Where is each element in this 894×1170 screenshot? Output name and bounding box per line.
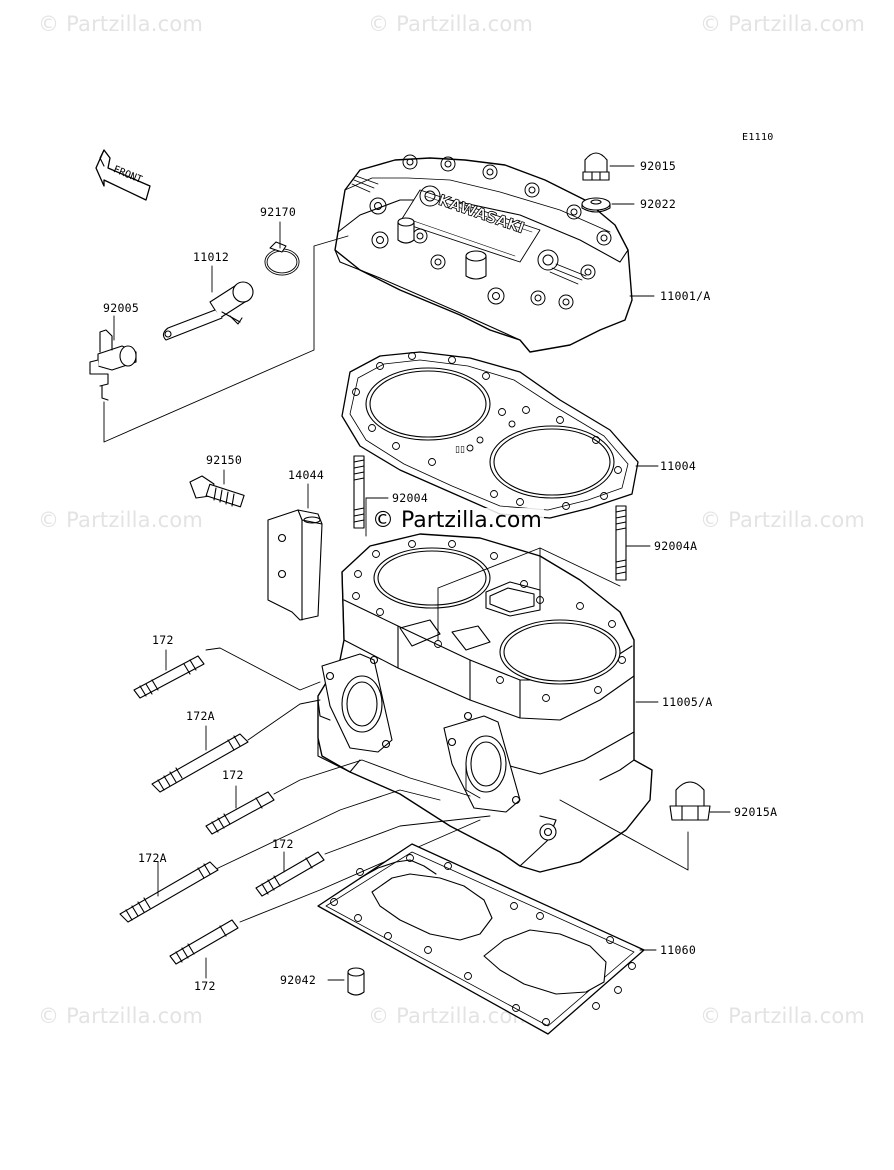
watermark: © Partzilla.com — [700, 12, 866, 36]
part-label-172[interactable]: 172 — [152, 633, 174, 647]
watermark: © Partzilla.com — [368, 12, 534, 36]
watermark: © Partzilla.com — [38, 12, 204, 36]
svg-text:▯▯: ▯▯ — [455, 445, 465, 455]
base-gasket — [317, 843, 645, 1035]
part-label-92150[interactable]: 92150 — [206, 453, 243, 467]
stud-92004A — [615, 505, 627, 581]
stud-172-upper — [133, 655, 205, 699]
front-arrow-icon: FRONT — [95, 149, 151, 201]
stud-92004 — [353, 455, 365, 529]
diagram-code: E1110 — [742, 132, 774, 143]
part-label-92170[interactable]: 92170 — [260, 205, 297, 219]
part-label-172A[interactable]: 172A — [138, 851, 167, 865]
cap-nut-92015A — [669, 781, 711, 821]
part-label-92004[interactable]: 92004 — [392, 491, 429, 505]
part-label-92042[interactable]: 92042 — [280, 973, 317, 987]
part-label-11005A[interactable]: 11005/A — [662, 695, 713, 709]
watermark: © Partzilla.com — [38, 1004, 204, 1028]
hose-clamp-92170 — [264, 241, 300, 276]
cylinder-head: KAWASAKI — [334, 154, 633, 353]
part-label-11004[interactable]: 11004 — [660, 459, 697, 473]
watermark: © Partzilla.com — [700, 508, 866, 532]
part-label-172[interactable]: 172 — [272, 837, 294, 851]
bolt-92150 — [189, 475, 245, 508]
elbow-fitting-92005 — [89, 329, 137, 401]
part-label-14044[interactable]: 14044 — [288, 468, 325, 482]
dowel-pin-92042 — [347, 967, 365, 996]
part-label-172[interactable]: 172 — [194, 979, 216, 993]
part-label-92022[interactable]: 92022 — [640, 197, 677, 211]
cap-nut-92015 — [582, 152, 610, 181]
stud-172A-upper — [151, 733, 249, 793]
stud-172A-lower — [119, 861, 219, 923]
bracket-14044 — [267, 509, 323, 621]
watermark: © Partzilla.com — [38, 508, 204, 532]
part-label-92005[interactable]: 92005 — [103, 301, 140, 315]
part-label-172A[interactable]: 172A — [186, 709, 215, 723]
part-label-11060[interactable]: 11060 — [660, 943, 697, 957]
head-gasket: ▯▯ — [341, 351, 639, 519]
part-label-11012[interactable]: 11012 — [193, 250, 230, 264]
stud-172-bottom — [169, 919, 239, 965]
fitting-11012 — [162, 281, 254, 341]
stud-172-middle — [205, 791, 275, 835]
watermark: © Partzilla.com — [700, 1004, 866, 1028]
washer-92022 — [581, 197, 611, 213]
part-label-92015A[interactable]: 92015A — [734, 805, 778, 819]
part-label-11001A[interactable]: 11001/A — [660, 289, 711, 303]
part-label-172[interactable]: 172 — [222, 768, 244, 782]
stud-172-lower-right — [255, 851, 325, 897]
part-label-92004A[interactable]: 92004A — [654, 539, 698, 553]
part-label-92015[interactable]: 92015 — [640, 159, 677, 173]
center-watermark: © Partzilla.com — [370, 508, 544, 533]
cylinder-block — [317, 533, 653, 873]
